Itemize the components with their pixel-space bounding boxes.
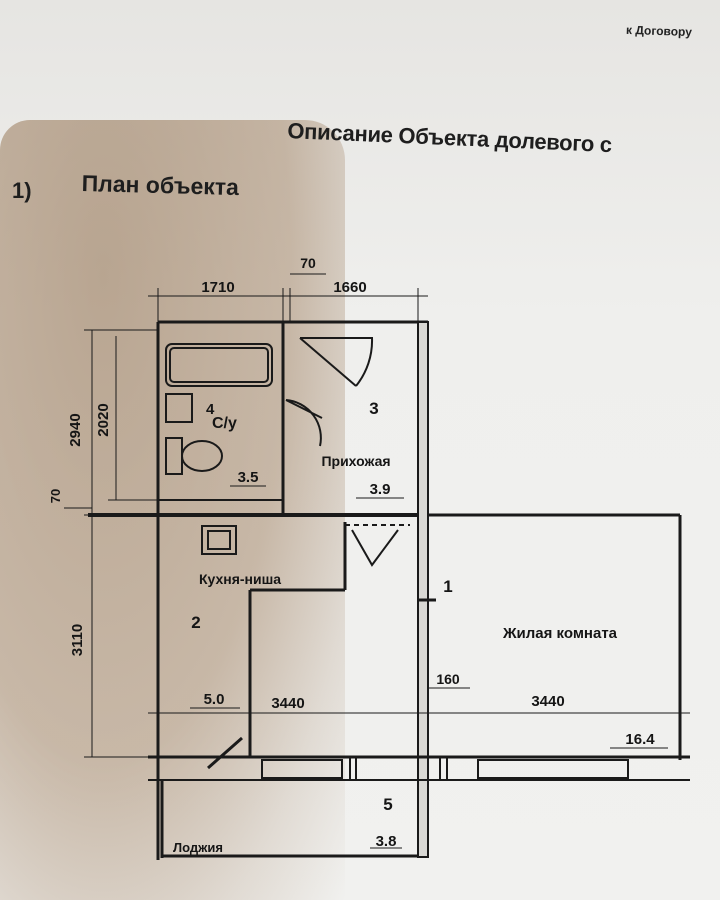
room-5-area: 3.8 <box>376 833 397 850</box>
kitchen-sink <box>201 525 237 555</box>
balcony-door <box>207 736 243 770</box>
wall-center-vertical <box>417 321 429 858</box>
room-4-area: 3.5 <box>238 469 259 486</box>
hall-door <box>351 529 399 567</box>
kitchen-sink-basin <box>207 530 231 550</box>
bathtub <box>165 343 273 387</box>
dim-left-inner: 2020 <box>95 403 112 436</box>
room-1-area: 16.4 <box>625 731 655 748</box>
dim-top-left: 1710 <box>201 279 234 296</box>
room-5-number: 5 <box>383 795 392 814</box>
bathroom-door <box>285 399 323 447</box>
photo-shadow <box>0 120 345 900</box>
dim-room-width: 3440 <box>531 693 564 710</box>
window-room <box>477 759 629 779</box>
dim-kitchen-width: 3440 <box>271 695 304 712</box>
room-4-number: 4 <box>206 401 215 418</box>
room-3-area: 3.9 <box>370 481 391 498</box>
section-number: 1) <box>12 178 32 203</box>
room-2-area: 5.0 <box>204 691 225 708</box>
room-5-name: Лоджия <box>173 840 223 855</box>
room-3-name: Прихожая <box>321 453 390 469</box>
dim-left-gap: 70 <box>48 489 63 503</box>
toilet-tank <box>165 437 183 475</box>
room-4-name: С/у <box>212 415 237 432</box>
room-1-number: 1 <box>443 577 452 596</box>
window-kitchen <box>261 759 343 779</box>
dim-left-lower: 3110 <box>69 624 86 657</box>
dim-top-right: 1660 <box>333 279 366 296</box>
room-2-name: Кухня-ниша <box>199 571 281 587</box>
dim-wall: 160 <box>436 671 460 687</box>
bathtub-inner <box>169 347 269 383</box>
room-2-number: 2 <box>191 613 200 632</box>
dim-top-gap: 70 <box>300 255 316 271</box>
entrance-door <box>299 337 374 387</box>
room-3-number: 3 <box>369 399 378 418</box>
sink <box>165 393 193 423</box>
toilet-bowl <box>181 440 223 472</box>
dim-left-outer: 2940 <box>67 413 84 446</box>
room-1-name: Жилая комната <box>502 625 618 642</box>
